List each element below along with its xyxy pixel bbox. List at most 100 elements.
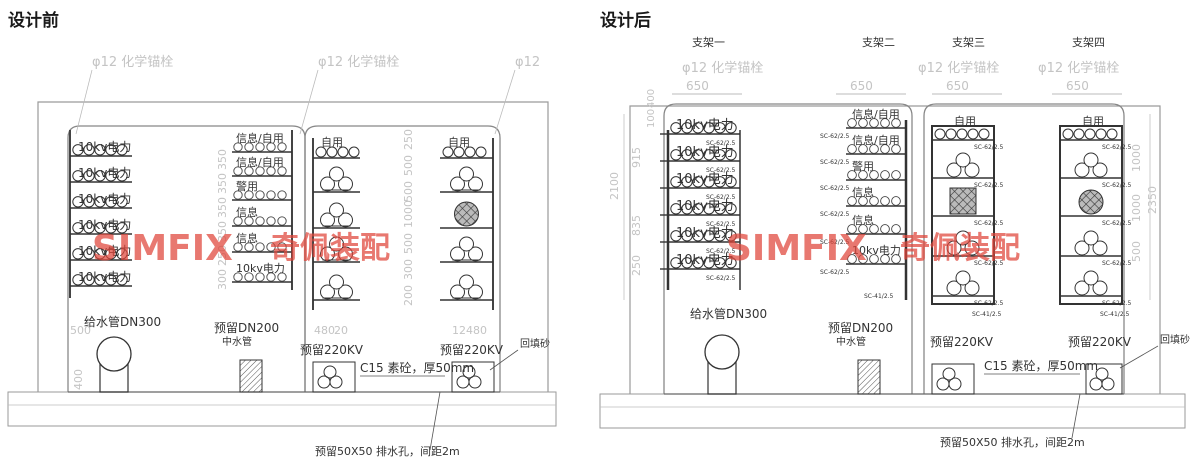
after-right-sc-tag: SC-62/2.5 xyxy=(1102,144,1132,151)
after-left-shelf-cable xyxy=(703,230,715,242)
before-mid-cable xyxy=(244,190,254,200)
support-4-title: 支架四 xyxy=(1072,36,1105,49)
before-mid-cable xyxy=(255,272,265,282)
before-mid-shelf-label: 信息 xyxy=(236,231,258,245)
before-drain-label: 预留50X50 排水孔，间距2m xyxy=(315,444,460,458)
before-left-shelf-label: 10kv电力 xyxy=(78,270,131,284)
after-right-cable xyxy=(978,128,990,140)
before-mid-shelf-label: 警用 xyxy=(236,179,258,193)
before-left-shelf-cable xyxy=(94,274,106,286)
after-left-shelf-cable xyxy=(725,149,737,161)
before-left-shelf-cable xyxy=(94,170,106,182)
after-mid-shelf-label: 信息/自用 xyxy=(852,133,900,147)
before-right-trefoil xyxy=(320,246,335,262)
after-anchor-3: φ12 化学锚栓 xyxy=(1038,60,1119,76)
before-mid-cable xyxy=(233,142,243,152)
after-left-shelf-cable xyxy=(692,122,704,134)
after-right-trefoil xyxy=(1083,230,1099,246)
after-right-trefoil xyxy=(946,162,962,178)
before-right-trefoil xyxy=(320,212,335,228)
before-left-shelf-cable xyxy=(116,274,128,286)
before-right-trefoil xyxy=(329,166,344,182)
support-2-title: 支架二 xyxy=(862,36,895,49)
after-right-mesh-round xyxy=(1078,189,1104,215)
before-left-shelf-cable xyxy=(116,196,128,208)
before-mid-shelf-label: 10kv电力 xyxy=(236,262,285,275)
after-right-cable xyxy=(956,128,968,140)
after-mid-cable xyxy=(869,196,879,206)
before-mid-cable xyxy=(233,166,243,176)
after-left-shelf-cable xyxy=(714,149,726,161)
after-mid-cable xyxy=(858,144,868,154)
after-title: 设计后 xyxy=(600,11,651,31)
after-mid-cable xyxy=(858,118,868,128)
after-left-sc-tag: SC-62/2.5 xyxy=(706,167,736,174)
before-mid-cable xyxy=(266,242,276,252)
after-right-sc-bottom: SC-41/2.5 xyxy=(1100,311,1130,318)
after-220kv-a: 预留220KV xyxy=(930,335,994,349)
after-dim-left: 835 xyxy=(630,215,643,236)
after-left-shelf-cable xyxy=(692,257,704,269)
before-left-shelf-cable xyxy=(72,248,84,260)
before-tunnel-outline xyxy=(37,101,549,392)
before-mid-cable xyxy=(244,216,254,226)
before-right-cable xyxy=(475,146,487,158)
before-left-shelf-cable xyxy=(105,274,117,286)
after-right-cable xyxy=(967,128,979,140)
after-mid-shelf-label: 信息/自用 xyxy=(852,107,900,121)
before-mid-cable xyxy=(233,190,243,200)
after-right-trefoil xyxy=(964,162,980,178)
before-right-trefoil xyxy=(450,176,465,192)
before-left-shelf-label: 10kv电力 xyxy=(78,192,131,206)
before-mid-cable xyxy=(244,242,254,252)
before-left-shelf-cable xyxy=(94,248,106,260)
before-dim-bottom: 12 xyxy=(452,324,466,337)
before-left-shelf-cable xyxy=(94,144,106,156)
before-left-shelf-cable xyxy=(83,248,95,260)
before-dim-bottom: 480 xyxy=(314,324,335,337)
after-mid-cable xyxy=(847,144,857,154)
before-right-cable xyxy=(315,146,327,158)
after-width-4: 650 xyxy=(1066,79,1089,93)
after-c15-label: C15 素砼，厚50mm xyxy=(984,359,1098,373)
before-dim-left: 250 xyxy=(216,245,229,266)
after-mid-cable xyxy=(880,254,890,264)
after-drain-label: 预留50X50 排水孔，间距2m xyxy=(940,435,1085,449)
before-right-trefoil xyxy=(320,284,335,300)
after-mid-cable xyxy=(891,224,901,234)
after-left-shelf-cable xyxy=(692,149,704,161)
after-left-shelf-label: 10kv电力 xyxy=(676,226,734,241)
before-right-trefoil xyxy=(329,202,344,218)
after-dim-right: 1000 xyxy=(1130,194,1143,222)
before-dim-bottom: 500 xyxy=(70,324,91,337)
after-dim-right: 1000 xyxy=(1130,144,1143,172)
after-left-shelf-cable xyxy=(670,257,682,269)
after-220kv-b: 预留220KV xyxy=(1068,335,1132,349)
before-right-cable xyxy=(337,146,349,158)
after-mid-shelf-label: 警用 xyxy=(852,159,874,173)
before-mid-cable xyxy=(233,242,243,252)
after-mid-shelf-label: 信息 xyxy=(852,185,874,199)
before-right-trefoil xyxy=(459,274,474,290)
before-right-trefoil xyxy=(329,236,344,252)
before-dim-left: 350 xyxy=(216,221,229,242)
after-mid-cable xyxy=(847,118,857,128)
before-mid-cable xyxy=(255,166,265,176)
before-dim-left: 350 xyxy=(216,149,229,170)
after-left-sc-tag: SC-62/2.5 xyxy=(706,275,736,282)
after-left-shelf-cable xyxy=(725,176,737,188)
after-left-shelf-cable xyxy=(681,122,693,134)
before-right-trefoil xyxy=(468,176,483,192)
after-right-trefoil xyxy=(964,240,980,256)
before-dim-left: 300 xyxy=(216,269,229,290)
before-mid-cable xyxy=(266,272,276,282)
after-mid-shelf-label: 10kv电力 xyxy=(852,244,901,257)
after-mid-cable xyxy=(880,224,890,234)
watermark-after: SIMFIX 奇佩装配 xyxy=(726,228,1020,269)
after-anchor-2: φ12 化学锚栓 xyxy=(918,60,999,76)
before-dim-bottom: 480 xyxy=(466,324,487,337)
after-dim-right: 2350 xyxy=(1146,186,1159,214)
after-left-shelf-label: 10kv电力 xyxy=(676,199,734,214)
before-backfill-label: 回填砂 xyxy=(520,337,550,350)
before-dn200-label: 预留DN200 xyxy=(214,321,279,335)
